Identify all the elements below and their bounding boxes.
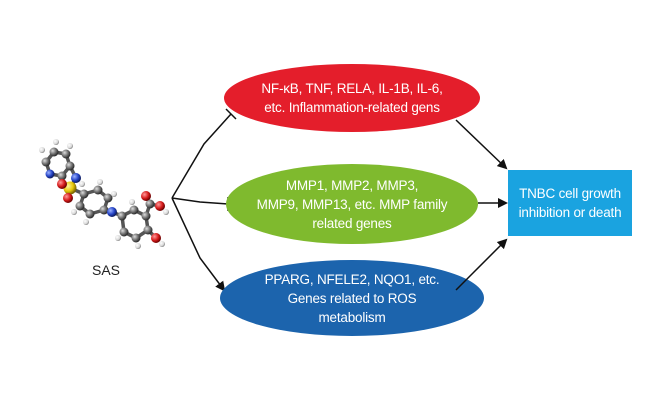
sas-branch-lines bbox=[171, 108, 237, 292]
drug-label: SAS bbox=[91, 262, 120, 278]
ros-genes-label: PPARG, NFELE2, NQO1, etc. Genes related … bbox=[222, 262, 482, 334]
inhibit-bar-inflammation bbox=[225, 108, 237, 120]
ros-line-2: Genes related to ROS bbox=[287, 290, 417, 306]
sas-molecule-image bbox=[39, 139, 169, 249]
arrow-inflammation-to-outcome bbox=[455, 119, 508, 170]
inhibit-edge-inflammation bbox=[171, 113, 232, 199]
arrow-edge-ros bbox=[171, 197, 226, 292]
mmp-line-1: MMP1, MMP2, MMP3, bbox=[285, 177, 419, 193]
mmp-genes-label: MMP1, MMP2, MMP3, MMP9, MMP13, etc. MMP … bbox=[228, 166, 476, 242]
mmp-genes-ellipse bbox=[226, 164, 478, 244]
outcome-line-2: inhibition or death bbox=[518, 205, 622, 220]
inflammation-genes-ellipse bbox=[224, 64, 480, 132]
inflammation-genes-label: NF-κB, TNF, RELA, IL-1B, IL-6, etc. Infl… bbox=[225, 66, 479, 130]
outcome-box: TNBC cell growth inhibition or death bbox=[508, 170, 632, 236]
arrow-ros-to-outcome bbox=[455, 238, 508, 291]
ros-line-1: PPARG, NFELE2, NQO1, etc. bbox=[264, 271, 440, 287]
mmp-line-2: MMP9, MMP13, etc. MMP family bbox=[256, 196, 448, 212]
outcome-arrows bbox=[455, 119, 508, 291]
ros-line-3: metabolism bbox=[318, 309, 386, 325]
inhibit-edge-mmp bbox=[171, 197, 229, 205]
mmp-line-3: related genes bbox=[312, 215, 392, 231]
inflammation-line-1: NF-κB, TNF, RELA, IL-1B, IL-6, bbox=[261, 81, 443, 96]
ros-genes-ellipse bbox=[220, 260, 484, 336]
inflammation-line-2: etc. Inflammation-related gens bbox=[264, 100, 440, 115]
outcome-line-1: TNBC cell growth bbox=[519, 186, 621, 201]
